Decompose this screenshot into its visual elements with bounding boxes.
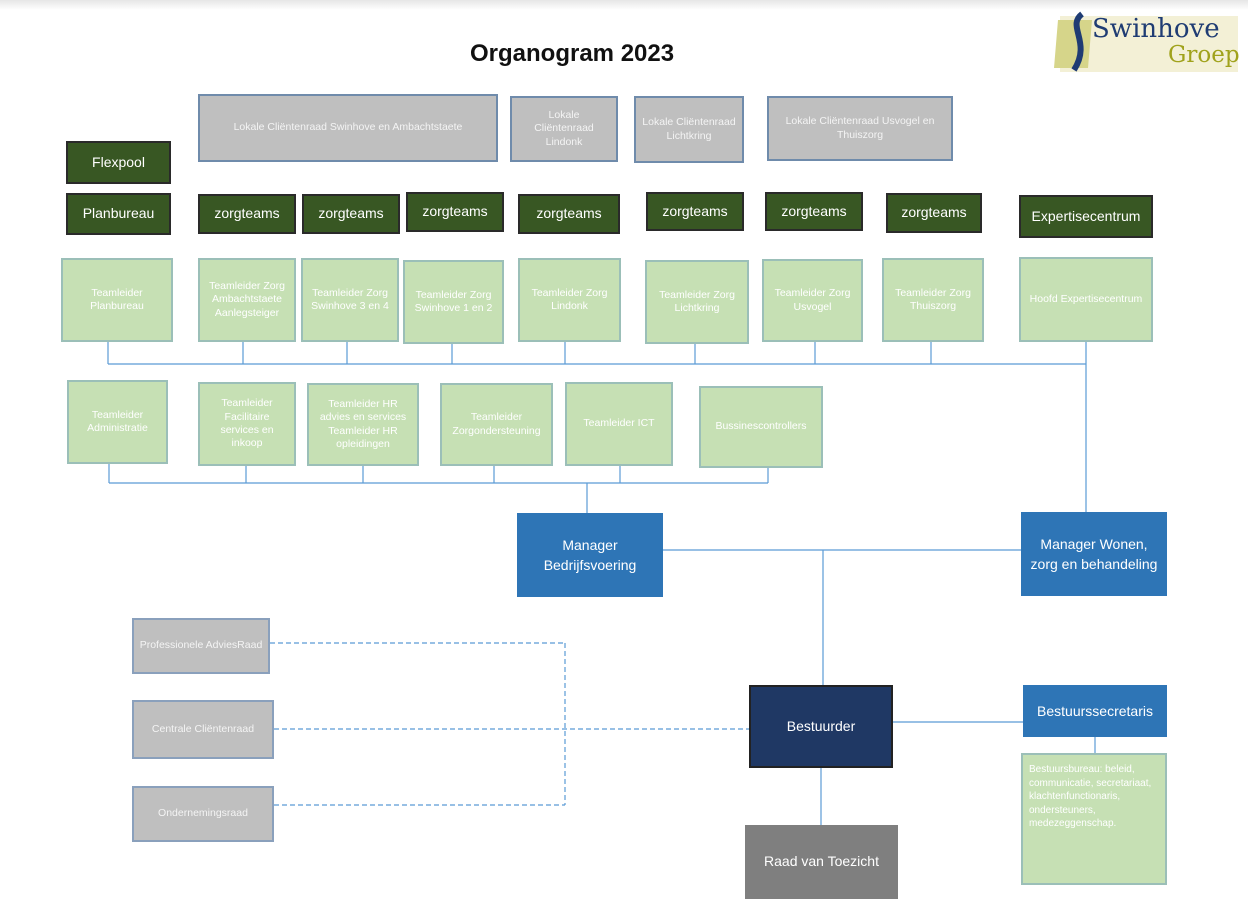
centrale-clientenraad: Centrale Cliëntenraad [132, 700, 274, 759]
unit-zorgteams-4: zorgteams [518, 194, 620, 234]
teamleader-zorg-ambachtstaete: Teamleider Zorg Ambachtstaete Aanlegstei… [198, 258, 296, 342]
unit-zorgteams-6: zorgteams [765, 192, 863, 231]
teamleader-zorg-lindonk: Teamleider Zorg Lindonk [518, 258, 621, 342]
council-lichtkring: Lokale Cliëntenraad Lichtkring [634, 96, 744, 163]
flexpool-box: Flexpool [66, 141, 171, 184]
ondernemingsraad: Ondernemingsraad [132, 786, 274, 842]
bussinescontrollers: Bussinescontrollers [699, 386, 823, 468]
unit-zorgteams-3: zorgteams [406, 192, 504, 232]
logo-text-swinhove: Swinhove [1092, 14, 1220, 44]
teamleader-zorg-thuiszorg: Teamleider Zorg Thuiszorg [882, 258, 984, 342]
council-swinhove-ambachtstaete: Lokale Cliëntenraad Swinhove en Ambachts… [198, 94, 498, 162]
unit-planbureau: Planbureau [66, 193, 171, 235]
raad-van-toezicht: Raad van Toezicht [745, 825, 898, 899]
teamleader-zorg-swinhove-3-4: Teamleider Zorg Swinhove 3 en 4 [301, 258, 399, 342]
page-title: Organogram 2023 [470, 40, 675, 67]
teamleader-hr: Teamleider HR advies en services Teamlei… [307, 383, 419, 466]
unit-zorgteams-7: zorgteams [886, 193, 982, 233]
teamleader-planbureau: Teamleider Planbureau [61, 258, 173, 342]
hoofd-expertisecentrum: Hoofd Expertisecentrum [1019, 257, 1153, 342]
teamleader-zorg-swinhove-1-2: Teamleider Zorg Swinhove 1 en 2 [403, 260, 504, 344]
bestuurssecretaris: Bestuurssecretaris [1023, 685, 1167, 737]
professionele-adviesraad: Professionele AdviesRaad [132, 618, 270, 674]
teamleader-zorg-usvogel: Teamleider Zorg Usvogel [762, 259, 863, 342]
manager-wonen-zorg-behandeling: Manager Wonen, zorg en behandeling [1021, 512, 1167, 596]
teamleader-ict: Teamleider ICT [565, 382, 673, 466]
top-shadow [0, 0, 1248, 10]
unit-zorgteams-1: zorgteams [198, 194, 296, 234]
unit-zorgteams-5: zorgteams [646, 192, 744, 231]
unit-expertisecentrum: Expertisecentrum [1019, 195, 1153, 238]
manager-bedrijfsvoering: Manager Bedrijfsvoering [517, 513, 663, 597]
swinhove-logo [1054, 11, 1238, 72]
bestuurder: Bestuurder [749, 685, 893, 768]
teamleader-facilitaire-services: Teamleider Facilitaire services en inkoo… [198, 382, 296, 466]
teamleader-zorg-lichtkring: Teamleider Zorg Lichtkring [645, 260, 749, 344]
teamleader-administratie: Teamleider Administratie [67, 380, 168, 464]
bestuursbureau: Bestuursbureau: beleid, communicatie, se… [1021, 753, 1167, 885]
teamleader-zorgondersteuning: Teamleider Zorgondersteuning [440, 383, 553, 466]
unit-zorgteams-2: zorgteams [302, 194, 400, 234]
council-lindonk: Lokale Cliëntenraad Lindonk [510, 96, 618, 162]
logo-text-groep: Groep [1168, 42, 1240, 68]
council-usvogel-thuiszorg: Lokale Cliëntenraad Usvogel en Thuiszorg [767, 96, 953, 161]
